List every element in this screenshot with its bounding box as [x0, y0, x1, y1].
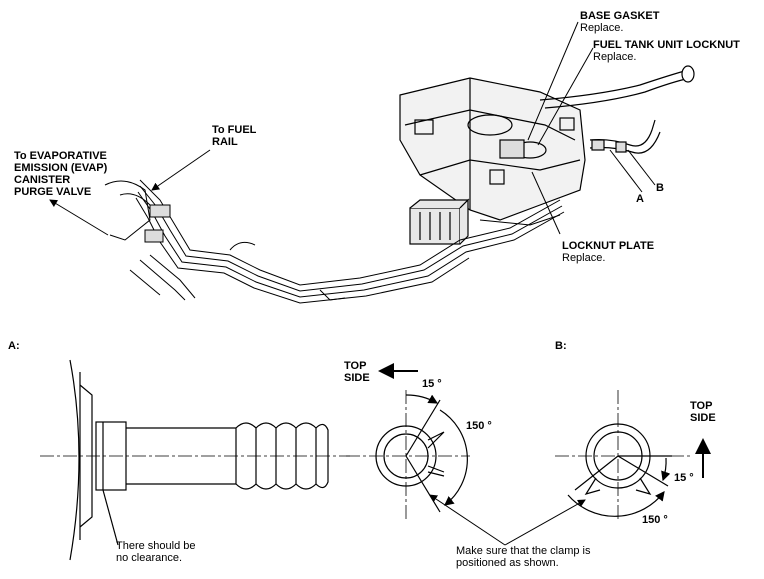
fuel-tank [399, 77, 586, 221]
point-b-label: B [656, 182, 664, 194]
evap-label: To EVAPORATIVE EMISSION (EVAP) CANISTER … [14, 150, 108, 198]
clamp-diagram-right [555, 390, 690, 520]
angle-15-left: 15 ° [422, 378, 442, 390]
locknut-plate-label: LOCKNUT PLATE Replace. [562, 240, 655, 264]
angle-15-right: 15 ° [674, 472, 694, 484]
top-side-right-label: TOP SIDE [690, 400, 716, 424]
angle-150-left: 150 ° [466, 420, 492, 432]
clearance-note: There should be no clearance. [116, 540, 196, 564]
fuel-lines [104, 179, 565, 304]
point-a-label: A [636, 193, 644, 205]
base-gasket-label: BASE GASKET Replace. [580, 10, 660, 34]
section-b-label: B: [555, 340, 567, 352]
top-leaders [49, 21, 656, 236]
clamp-diagram-left [346, 390, 470, 520]
fuel-rail-label: To FUEL RAIL [212, 124, 257, 148]
top-side-left-label: TOP SIDE [344, 360, 370, 384]
locknut-label: FUEL TANK UNIT LOCKNUT Replace. [593, 39, 740, 63]
section-a-pipe [40, 359, 350, 561]
evap-canister [409, 198, 470, 245]
angle-150-right: 150 ° [642, 514, 668, 526]
clamp-note: Make sure that the clamp is positioned a… [456, 545, 591, 569]
section-a-label: A: [8, 340, 20, 352]
bottom-leaders [429, 494, 586, 546]
filler-neck [539, 65, 695, 154]
